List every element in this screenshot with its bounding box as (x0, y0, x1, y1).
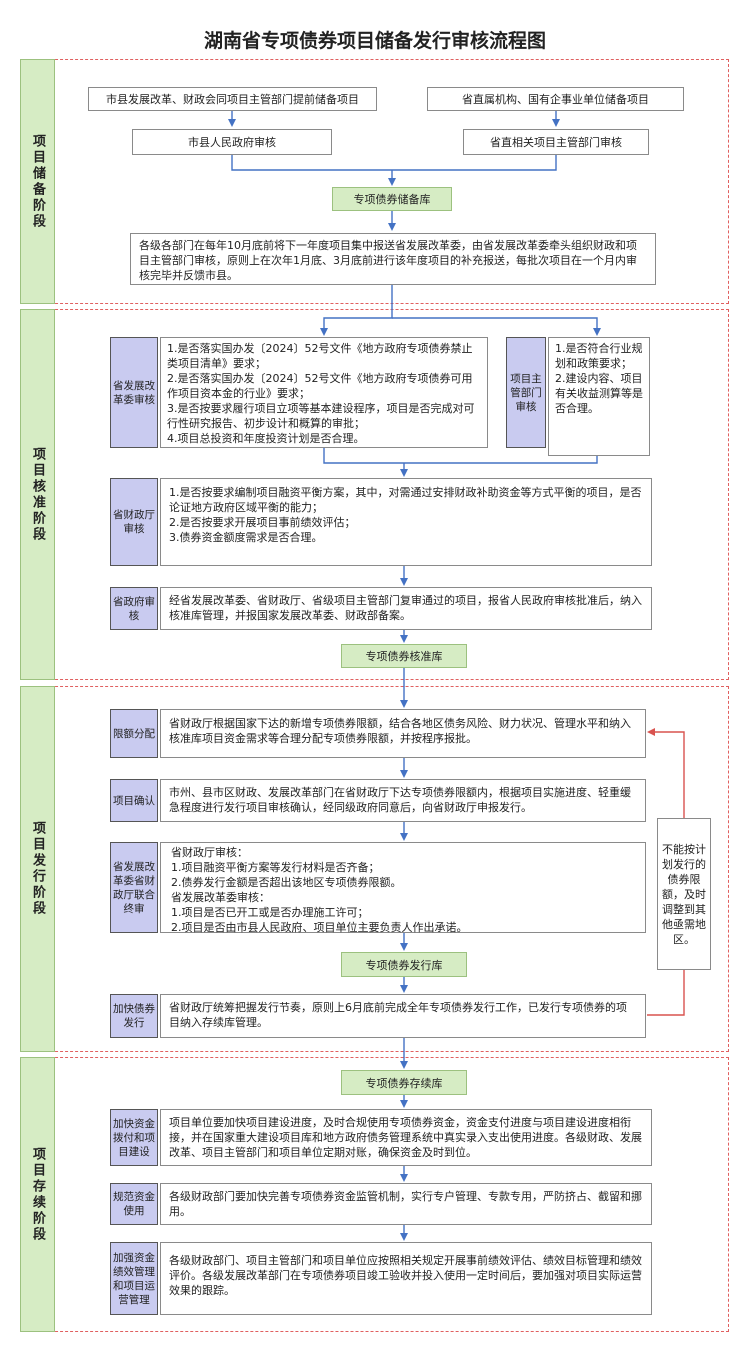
reserve-pool-box: 专项债券储备库 (332, 187, 452, 211)
gov-review-desc: 经省发展改革委、省财政厅、省级项目主管部门复审通过的项目，报省人民政府审核批准后… (160, 587, 652, 630)
city-county-reserve-box: 市县发展改革、财政会同项目主管部门提前储备项目 (88, 87, 377, 111)
city-county-gov-review-box: 市县人民政府审核 (132, 129, 332, 155)
speed-issuance-desc: 省财政厅统筹把握发行节奏，原则上6月底前完成全年专项债券发行工作，已发行专项债券… (160, 994, 646, 1038)
quota-adjust-note: 不能按计划发行的债券限额，及时调整到其他亟需地区。 (657, 818, 711, 970)
issuance-pool-box: 专项债券发行库 (341, 952, 467, 977)
finance-review-label: 省财政厅审核 (110, 478, 158, 566)
reserve-description-box: 各级各部门在每年10月底前将下一年度项目集中报送省发展改革委，由省发展改革委牵头… (130, 233, 656, 285)
performance-mgmt-label: 加强资金绩效管理和项目运营管理 (110, 1242, 158, 1315)
ndrc-review-criteria: 1.是否落实国办发〔2024〕52号文件《地方政府专项债券禁止类项目清单》要求；… (160, 337, 488, 448)
joint-final-review-label: 省发展改革委省财政厅联合终审 (110, 842, 158, 933)
provincial-unit-reserve-box: 省直属机构、国有企事业单位储备项目 (427, 87, 684, 111)
project-confirm-desc: 市州、县市区财政、发展改革部门在省财政厅下达专项债券限额内，根据项目实施进度、轻… (160, 779, 646, 822)
fund-usage-label: 规范资金使用 (110, 1183, 158, 1225)
stage-label-issuance: 项目发行阶段 (20, 686, 55, 1052)
gov-review-label: 省政府审核 (110, 587, 158, 630)
joint-final-review-criteria: 省财政厅审核： 1.项目融资平衡方案等发行材料是否齐备； 2.债券发行金额是否超… (160, 842, 646, 934)
authority-review-label: 项目主管部门审核 (506, 337, 546, 448)
stage-label-approval: 项目核准阶段 (20, 309, 55, 680)
project-confirm-label: 项目确认 (110, 779, 158, 822)
stage-label-existence: 项目存续阶段 (20, 1057, 55, 1332)
fund-disbursement-desc: 项目单位要加快项目建设进度，及时合规使用专项债券资金，资金支付进度与项目建设进度… (160, 1109, 652, 1166)
fund-usage-desc: 各级财政部门要加快完善专项债券资金监管机制，实行专户管理、专款专用，严防挤占、截… (160, 1183, 652, 1225)
provincial-authority-review-box: 省直相关项目主管部门审核 (463, 129, 649, 155)
authority-review-criteria: 1.是否符合行业规划和政策要求； 2.建设内容、项目有关收益测算等是否合理。 (548, 337, 650, 456)
approval-pool-box: 专项债券核准库 (341, 644, 467, 668)
quota-allocation-label: 限额分配 (110, 709, 158, 758)
finance-review-criteria: 1.是否按要求编制项目融资平衡方案，其中，对需通过安排财政补助资金等方式平衡的项… (160, 478, 652, 566)
performance-mgmt-desc: 各级财政部门、项目主管部门和项目单位应按照相关规定开展事前绩效评估、绩效目标管理… (160, 1242, 652, 1315)
existence-pool-box: 专项债券存续库 (341, 1070, 467, 1095)
fund-disbursement-label: 加快资金拨付和项目建设 (110, 1109, 158, 1166)
stage-label-reserve: 项目储备阶段 (20, 59, 55, 304)
page-title: 湖南省专项债券项目储备发行审核流程图 (203, 30, 546, 52)
quota-allocation-desc: 省财政厅根据国家下达的新增专项债券限额，结合各地区债务风险、财力状况、管理水平和… (160, 709, 646, 758)
speed-issuance-label: 加快债券发行 (110, 994, 158, 1038)
ndrc-review-label: 省发展改革委审核 (110, 337, 158, 448)
